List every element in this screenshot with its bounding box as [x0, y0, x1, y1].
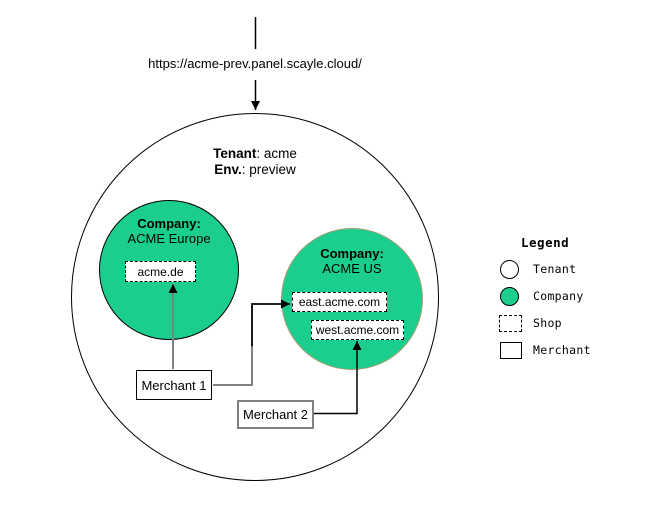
legend-item-merchant: Merchant [494, 341, 591, 359]
tenant-circle-swatch [500, 259, 519, 279]
tenant-circle [71, 113, 439, 481]
company-europe-title: Company: [137, 216, 201, 231]
panel-url-label: https://acme-prev.panel.scayle.cloud/ [148, 56, 362, 71]
env-value: : preview [241, 162, 296, 177]
merchant2-to-west-arrow [314, 341, 362, 415]
company-us-title: Company: [320, 246, 384, 261]
tenant-name-line: Tenant: acme [213, 146, 297, 162]
legend-label-company: Company [533, 289, 584, 303]
company-circle-swatch [500, 286, 519, 306]
legend-item-shop: Shop [494, 314, 591, 332]
merchant1-to-east-arrow [213, 345, 253, 386]
legend-item-tenant: Tenant [494, 259, 591, 279]
merchant-box-swatch [500, 341, 522, 359]
legend-label-tenant: Tenant [533, 262, 577, 276]
env-key: Env. [214, 162, 242, 177]
tenant-label: Tenant: acme Env.: preview [213, 146, 297, 178]
merchant-2-box: Merchant 2 [237, 400, 314, 429]
company-us-name: ACME US [322, 261, 382, 276]
company-europe-name: ACME Europe [127, 231, 211, 246]
tenant-value: : acme [256, 146, 297, 161]
legend-label-merchant: Merchant [533, 343, 591, 357]
legend-title: Legend [521, 235, 570, 250]
merchant1-to-east-arrow-head-segment [251, 299, 290, 346]
legend: Legend Tenant Company Shop Merchant [494, 235, 591, 368]
shop-box-acme-de: acme.de [125, 261, 196, 282]
shop-box-swatch [499, 314, 522, 332]
shop-box-west-acme-com: west.acme.com [311, 320, 404, 340]
merchant-1-box: Merchant 1 [136, 370, 212, 400]
legend-item-company: Company [494, 286, 591, 306]
legend-label-shop: Shop [533, 316, 562, 330]
tenant-env-line: Env.: preview [213, 162, 297, 178]
shop-box-east-acme-com: east.acme.com [292, 292, 387, 312]
tenant-key: Tenant [213, 146, 257, 161]
